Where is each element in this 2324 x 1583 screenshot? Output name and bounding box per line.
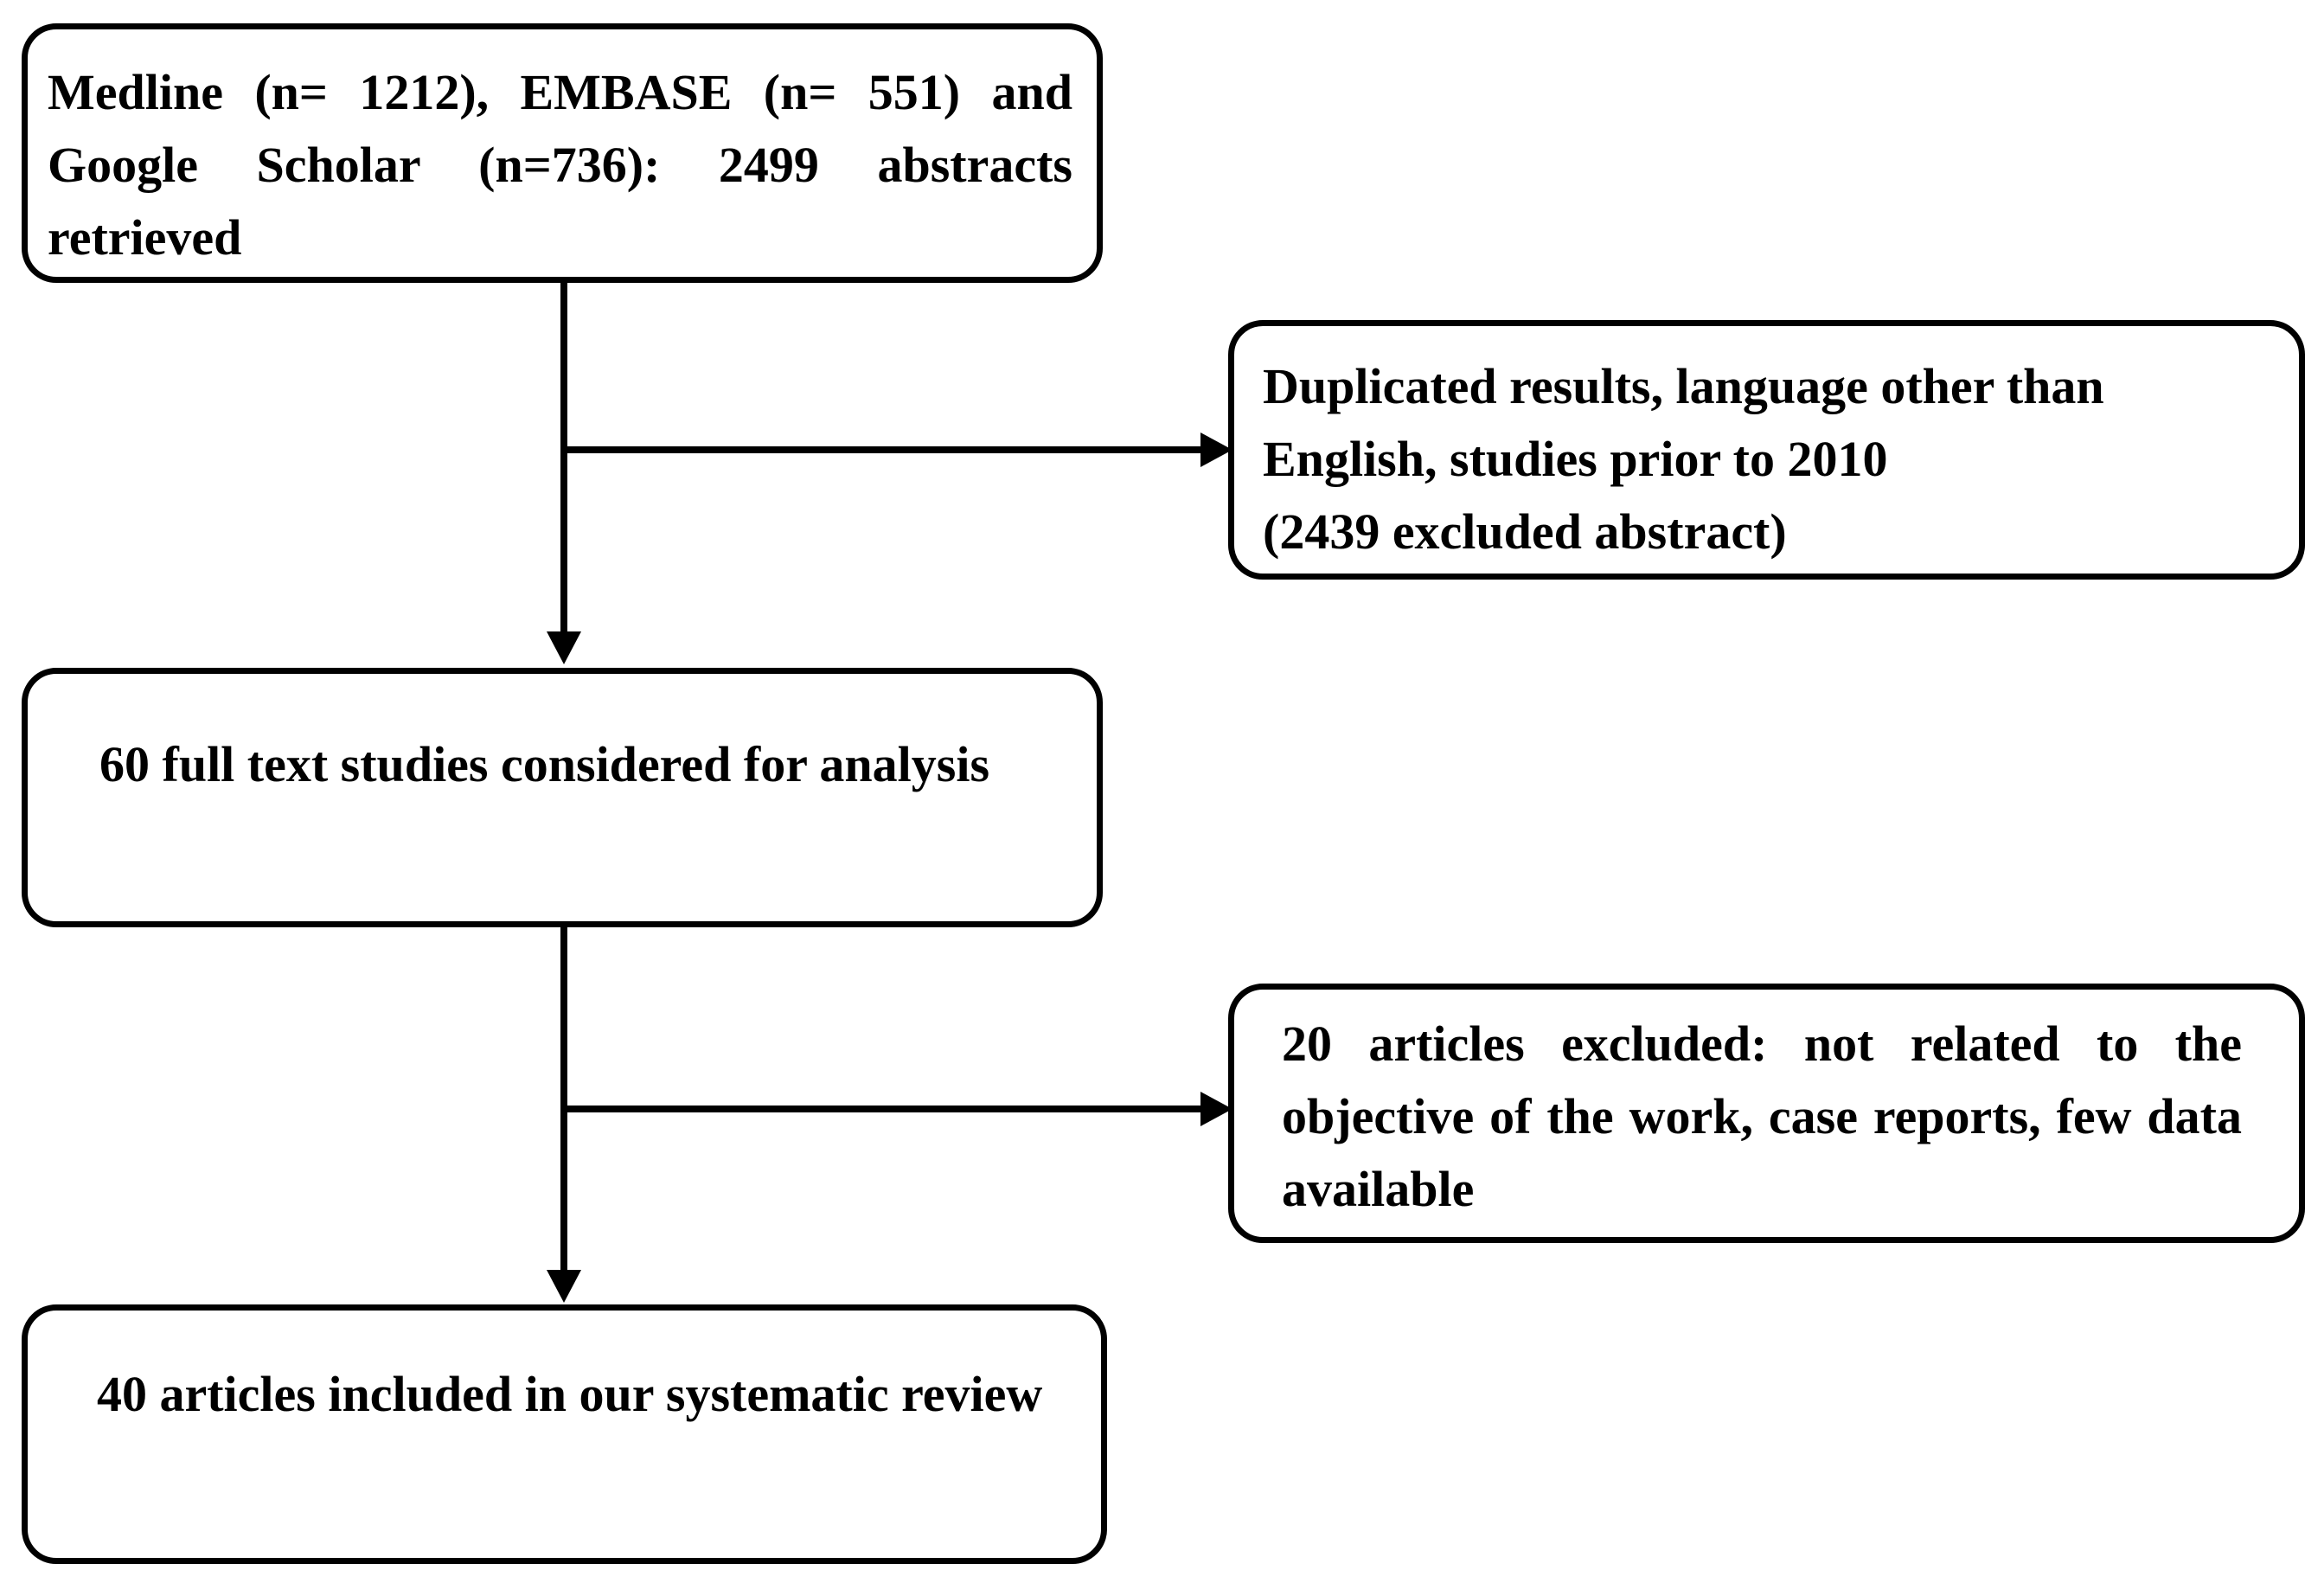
arrowhead-right-1	[1200, 433, 1232, 467]
excluded-abstracts-box	[1228, 320, 2305, 580]
arrowhead-down-2	[547, 1270, 581, 1303]
included-articles-text: 40 articles included in our systematic r…	[97, 1366, 1043, 1422]
included-articles-box	[22, 1304, 1107, 1564]
excluded-abstracts-text: Duplicated results, language other than …	[1263, 350, 2301, 568]
excluded-articles-box	[1228, 984, 2305, 1243]
records-retrieved-box	[22, 23, 1103, 283]
excluded-abstracts-line-2: English, studies prior to 2010	[1263, 431, 1888, 487]
arrowhead-right-2	[1200, 1092, 1232, 1126]
excluded-abstracts-line-1: Duplicated results, language other than	[1263, 358, 2104, 414]
excluded-abstracts-line-3: (2439 excluded abstract)	[1263, 503, 1787, 560]
excluded-articles-text: 20 articles excluded: not related to the…	[1282, 1016, 2242, 1217]
full-text-studies-box	[22, 668, 1103, 927]
arrowhead-down-1	[547, 631, 581, 664]
records-retrieved-text: Medline (n= 1212), EMBASE (n= 551) and G…	[48, 64, 1072, 266]
full-text-studies-text: 60 full text studies considered for anal…	[99, 736, 990, 792]
